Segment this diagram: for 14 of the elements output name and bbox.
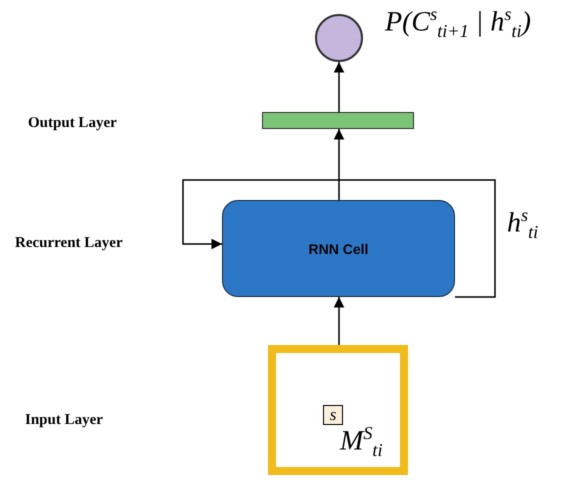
rnn-cell-box bbox=[222, 200, 455, 297]
output-bar bbox=[262, 112, 414, 129]
token-box: s bbox=[323, 405, 343, 425]
input-frame bbox=[268, 345, 408, 475]
arrow bbox=[334, 297, 344, 345]
layer-label: Recurrent Layer bbox=[15, 235, 123, 252]
arrow bbox=[334, 129, 344, 200]
arrow bbox=[334, 62, 344, 112]
layer-label: Input Layer bbox=[25, 412, 103, 429]
formula-text: P(C$^{s}$$_{ti+1}$ | h$^{s}$$_{ti}$) bbox=[385, 4, 531, 42]
output-circle bbox=[315, 14, 363, 62]
layer-label: Output Layer bbox=[28, 115, 117, 132]
cell-label: RNN Cell bbox=[308, 240, 368, 256]
feedback-arrow bbox=[182, 179, 496, 298]
